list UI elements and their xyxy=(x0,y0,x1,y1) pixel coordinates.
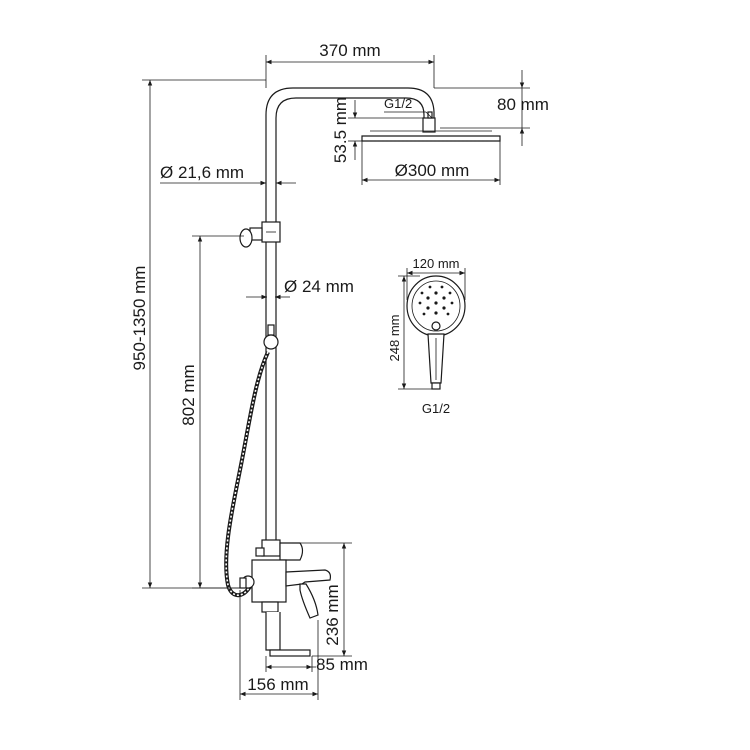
label-holder-height: 802 mm xyxy=(179,364,198,425)
dim-mixer-height: 236 mm xyxy=(292,542,352,657)
dim-inlet-hand: G1/2 xyxy=(422,401,450,416)
dim-mixer-width: 156 mm xyxy=(239,590,319,700)
label-pipe-diameter-upper: Ø 21,6 mm xyxy=(160,163,244,182)
dim-head-diameter: Ø300 mm xyxy=(361,141,501,185)
slide-holder xyxy=(239,221,281,248)
label-arm-drop: 80 mm xyxy=(497,95,549,114)
hand-shower xyxy=(406,275,466,390)
dim-spout-length: 85 mm xyxy=(265,655,368,674)
label-pipe-diameter-lower: Ø 24 mm xyxy=(284,277,354,296)
dim-arm-drop: 80 mm xyxy=(434,70,549,146)
dim-hand-width: 120 mm xyxy=(406,256,466,300)
label-arm-reach: 370 mm xyxy=(319,41,380,60)
label-head-height: 53.5 mm xyxy=(331,97,350,163)
label-mixer-width: 156 mm xyxy=(247,675,308,694)
label-inlet-hand: G1/2 xyxy=(422,401,450,416)
shower-hose xyxy=(224,351,270,598)
dim-total-height: 950-1350 mm xyxy=(130,79,266,589)
label-hand-width: 120 mm xyxy=(413,256,460,271)
dim-inlet-top: G1/2 xyxy=(384,96,433,119)
label-hand-length: 248 mm xyxy=(387,315,402,362)
dim-holder-height: 802 mm xyxy=(179,235,244,589)
label-total-height: 950-1350 mm xyxy=(130,266,149,371)
label-head-diameter: Ø300 mm xyxy=(395,161,470,180)
label-spout-length: 85 mm xyxy=(316,655,368,674)
lower-pipe-details xyxy=(263,324,279,350)
dim-pipe-diameter-upper: Ø 21,6 mm xyxy=(160,163,296,186)
dim-pipe-diameter-lower: Ø 24 mm xyxy=(246,277,354,300)
label-mixer-height: 236 mm xyxy=(323,584,342,645)
dim-arm-reach: 370 mm xyxy=(265,41,435,88)
mixer-body xyxy=(239,539,332,657)
dim-hand-length: 248 mm xyxy=(387,275,432,390)
label-inlet-top: G1/2 xyxy=(384,96,412,111)
dim-head-height: 53.5 mm xyxy=(331,97,426,163)
riser-pipe xyxy=(265,87,435,540)
